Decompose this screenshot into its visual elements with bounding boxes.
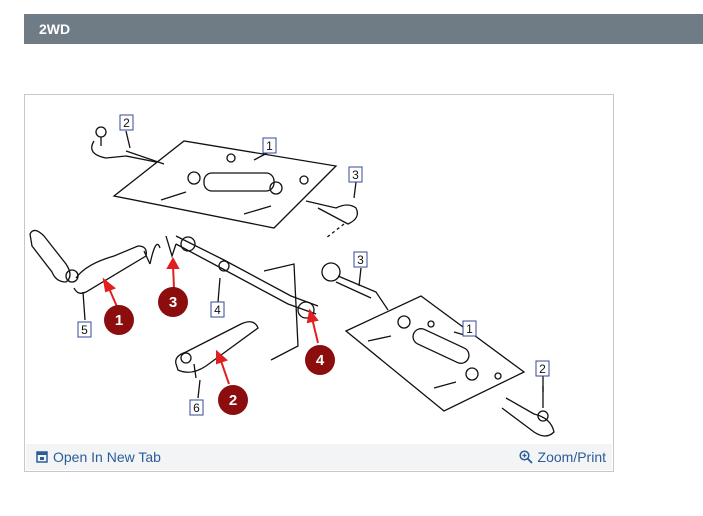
lower-right-tie-rod-end [501,386,555,437]
part-label-3-top: 3 [352,168,359,182]
lower-adjuster-sleeve [367,315,502,389]
zoom-print-link[interactable]: Zoom/Print [518,444,606,470]
open-tab-icon [36,451,48,463]
part-label-1-lower: 1 [466,322,473,336]
frame-bracket [263,263,299,361]
diagram-frame: 2 1 3 3 4 5 1 2 6 1 [24,94,614,472]
zoom-print-label: Zoom/Print [537,449,606,465]
pitman-arm [29,229,161,294]
image-toolbar: Open In New Tab Zoom/Print [26,444,612,470]
upper-adjuster-sleeve [160,153,309,215]
lower-tie-rod-end [321,262,389,311]
callout-1: 1 [115,312,123,329]
center-link [175,235,319,319]
zoom-in-icon [518,450,533,464]
callout-3: 3 [169,294,177,311]
part-label-3-lower: 3 [357,253,364,267]
callout-4: 4 [316,352,325,369]
part-label-2-lower: 2 [539,362,546,376]
steering-linkage-diagram: 2 1 3 3 4 5 1 2 6 1 [29,114,555,437]
part-label-2-top: 2 [123,116,130,130]
callout-2: 2 [229,392,237,409]
part-label-6: 6 [193,401,200,415]
open-in-new-tab-link[interactable]: Open In New Tab [36,444,161,470]
part-label-1-top: 1 [266,139,273,153]
section-title: 2WD [39,21,71,37]
section-header: 2WD [24,14,703,44]
lower-adjuster-plate [344,295,526,412]
part-label-4: 4 [214,303,221,317]
part-label-5: 5 [81,323,88,337]
bracket-notch [165,235,177,259]
upper-left-tie-rod-end [91,126,165,165]
upper-right-tie-rod-end [305,200,359,239]
open-in-new-tab-label: Open In New Tab [53,449,161,465]
upper-adjuster-plate [112,140,338,229]
idler-arm [175,321,259,379]
